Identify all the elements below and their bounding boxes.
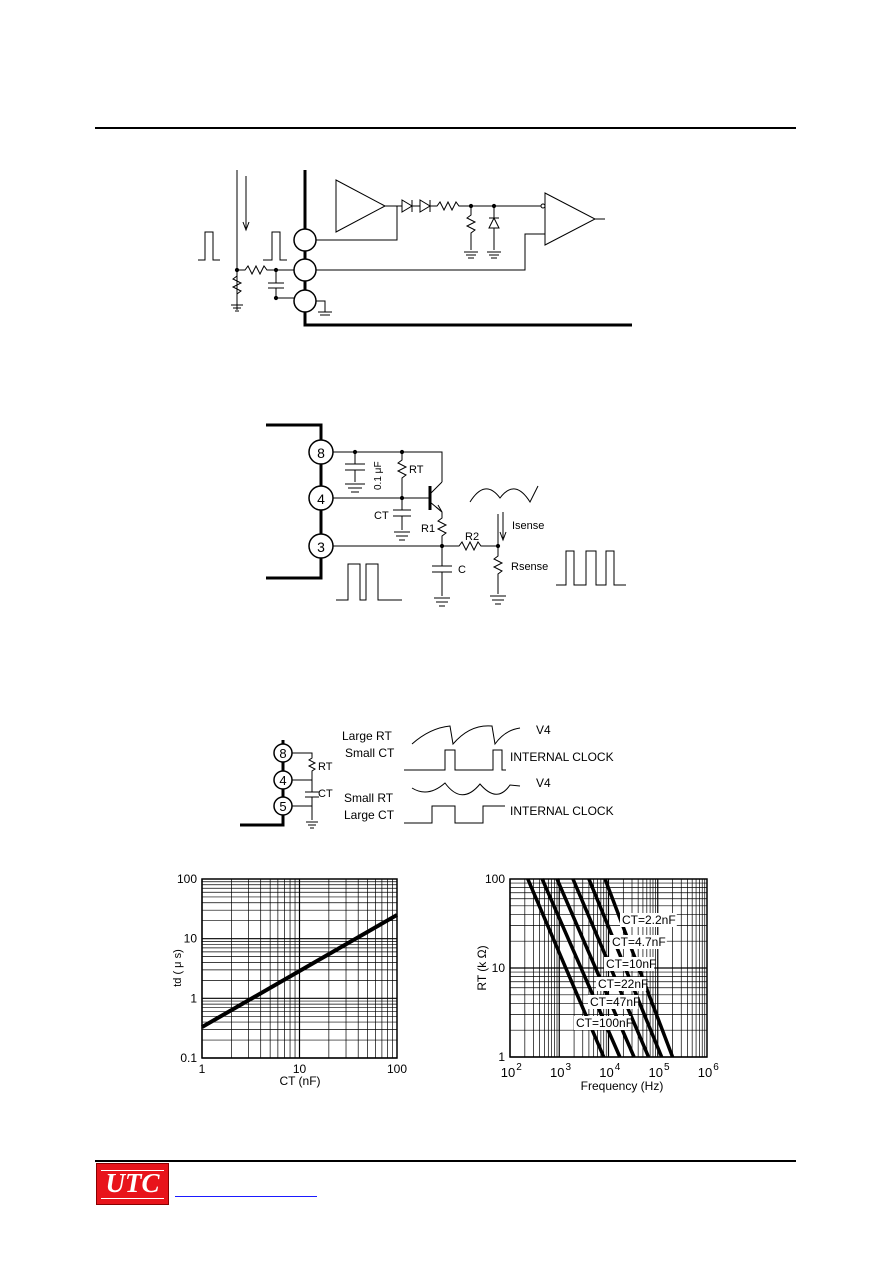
small-rt-label: Small RT bbox=[344, 791, 394, 805]
chart2-x-tick-base: 10 bbox=[550, 1065, 564, 1080]
clock-timing-figure: 8 4 5 RT CT Large RT Small CT Small RT L… bbox=[240, 723, 614, 829]
v4-label-top: V4 bbox=[536, 723, 551, 737]
isense-label: Isense bbox=[512, 520, 544, 532]
footer-rule bbox=[95, 1160, 796, 1162]
chart2-x-tick-base: 10 bbox=[649, 1065, 663, 1080]
chart2-x-tick-exponent: 3 bbox=[565, 1062, 571, 1073]
chart1-y-tick-label: 10 bbox=[184, 932, 198, 946]
r2-label: R2 bbox=[465, 531, 479, 543]
chart2-series-label: CT=10nF bbox=[606, 957, 656, 971]
chart1-x-tick-label: 1 bbox=[199, 1062, 206, 1076]
fig3-pin-8: 8 bbox=[279, 746, 286, 761]
large-ct-label: Large CT bbox=[344, 808, 395, 822]
current-sense-circuit bbox=[198, 170, 632, 327]
chart2-x-tick-exponent: 4 bbox=[615, 1062, 621, 1073]
large-rt-label: Large RT bbox=[342, 729, 392, 743]
chart1-x-tick-label: 100 bbox=[387, 1062, 407, 1076]
website-link[interactable] bbox=[175, 1196, 317, 1197]
chart2-x-tick-base: 10 bbox=[698, 1065, 712, 1080]
internal-clock-label-bottom: INTERNAL CLOCK bbox=[510, 804, 614, 818]
chart2-plot-frame bbox=[509, 878, 708, 1058]
small-ct-label: Small CT bbox=[345, 746, 395, 760]
chart1-series-line bbox=[201, 913, 398, 1029]
chart1-x-tick-label: 10 bbox=[293, 1062, 307, 1076]
chart2-series-label: CT=22nF bbox=[598, 977, 648, 991]
chart1-y-tick-label: 0.1 bbox=[180, 1051, 197, 1065]
slope-compensation-circuit: 8 4 3 0.1 μF RT CT R1 R2 C Isense Rsense bbox=[266, 423, 626, 607]
fig3-pin-5: 5 bbox=[279, 799, 286, 814]
chart2-series-label-bg bbox=[574, 1016, 631, 1030]
chart2-y-tick-label: 10 bbox=[492, 961, 506, 975]
rt-label: RT bbox=[409, 464, 424, 476]
chart2-series-label: CT=100nF bbox=[576, 1016, 633, 1030]
internal-clock-label-top: INTERNAL CLOCK bbox=[510, 750, 614, 764]
chart2-ylabel: RT (k Ω) bbox=[475, 945, 489, 990]
chart2-series-label: CT=47nF bbox=[590, 995, 640, 1009]
chart2-xlabel: Frequency (Hz) bbox=[581, 1079, 664, 1093]
chart2-x-tick-base: 10 bbox=[501, 1065, 515, 1080]
chart2-x-tick-exponent: 2 bbox=[516, 1062, 522, 1073]
ct-label: CT bbox=[374, 510, 389, 522]
chart2-series-label: CT=2.2nF bbox=[622, 913, 676, 927]
chart2-x-tick-exponent: 5 bbox=[664, 1062, 670, 1073]
rsense-label: Rsense bbox=[511, 561, 548, 573]
chart1-xlabel: CT (nF) bbox=[279, 1074, 320, 1088]
chart2-x-tick-base: 10 bbox=[599, 1065, 613, 1080]
fig3-rt-label: RT bbox=[318, 761, 333, 773]
chart1-y-tick-label: 1 bbox=[190, 991, 197, 1005]
chart1-y-tick-label: 100 bbox=[177, 872, 197, 886]
fig2-pin-4: 4 bbox=[317, 491, 325, 507]
r1-label: R1 bbox=[421, 523, 435, 535]
chart2-series-label: CT=4.7nF bbox=[612, 935, 666, 949]
chart1-ylabel: td ( μ s) bbox=[172, 949, 184, 987]
chart1-plot-frame bbox=[201, 878, 398, 1059]
fig3-ct-label: CT bbox=[318, 788, 333, 800]
v4-label-bottom: V4 bbox=[536, 776, 551, 790]
fig2-pin-8: 8 bbox=[317, 445, 325, 461]
cap-0-1uf-label: 0.1 μF bbox=[373, 461, 384, 490]
chart2-y-tick-label: 1 bbox=[498, 1050, 505, 1064]
chart2-series-label-bg bbox=[596, 977, 647, 991]
chart2-x-tick-exponent: 6 bbox=[713, 1062, 719, 1073]
chart2-series-label-bg bbox=[604, 957, 655, 971]
fig3-pin-4: 4 bbox=[279, 773, 286, 788]
fig2-pin-3: 3 bbox=[317, 539, 325, 555]
header-rule bbox=[95, 127, 796, 129]
chart2-y-tick-label: 100 bbox=[485, 872, 505, 886]
utc-logo: UTC bbox=[96, 1163, 169, 1205]
chart2-series-label-bg bbox=[588, 995, 639, 1009]
c-label: C bbox=[458, 564, 466, 576]
chart2-series-label-bg bbox=[610, 935, 667, 949]
chart2-series-label-bg bbox=[620, 913, 677, 927]
